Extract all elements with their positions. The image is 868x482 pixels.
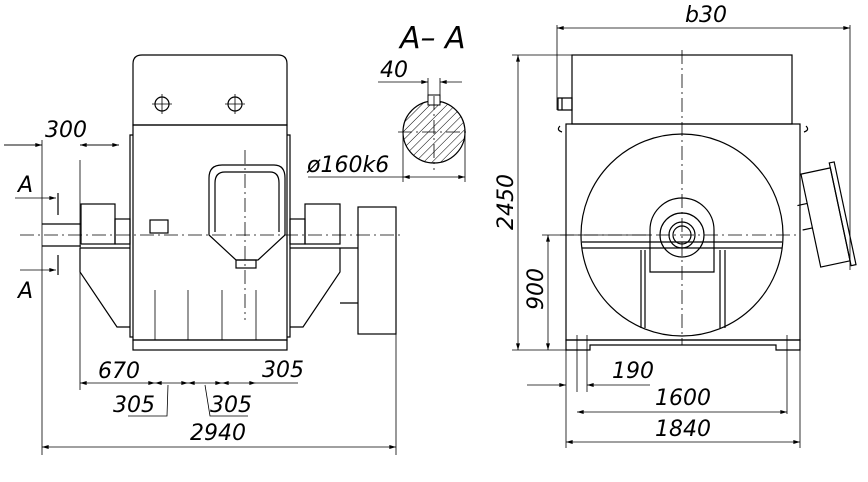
lifting-eye-icon: [152, 94, 172, 114]
side-view: [557, 50, 857, 351]
shaft-section: A– A 40 ø160k6: [306, 21, 470, 182]
terminal-box: [797, 161, 857, 268]
dim-2450: 2450: [494, 174, 519, 230]
dim-305-b: 305: [210, 393, 252, 418]
dim-305-c: 305: [262, 358, 304, 383]
dim-shaft-diameter: ø160k6: [306, 153, 389, 178]
dim-1600: 1600: [655, 386, 711, 411]
section-title: A– A: [398, 21, 466, 56]
section-marker-top: A: [16, 173, 33, 198]
dim-b30: b30: [685, 3, 727, 28]
dim-300: 300: [45, 118, 87, 143]
dim-900: 900: [524, 268, 549, 310]
section-marker-bottom: A: [16, 279, 33, 304]
lifting-eye-icon: [225, 94, 245, 114]
dim-305-a: 305: [113, 393, 155, 418]
front-dimensions: 300 A A 670 305 305 305 2940: [4, 118, 397, 455]
side-dimensions: b30 2450 900 190 1600 1840: [494, 3, 851, 448]
dim-670: 670: [98, 359, 140, 384]
front-view: [20, 54, 402, 351]
dim-1840: 1840: [655, 417, 711, 442]
dim-40: 40: [380, 58, 408, 83]
dim-190: 190: [612, 359, 654, 384]
dim-2940: 2940: [190, 421, 246, 446]
